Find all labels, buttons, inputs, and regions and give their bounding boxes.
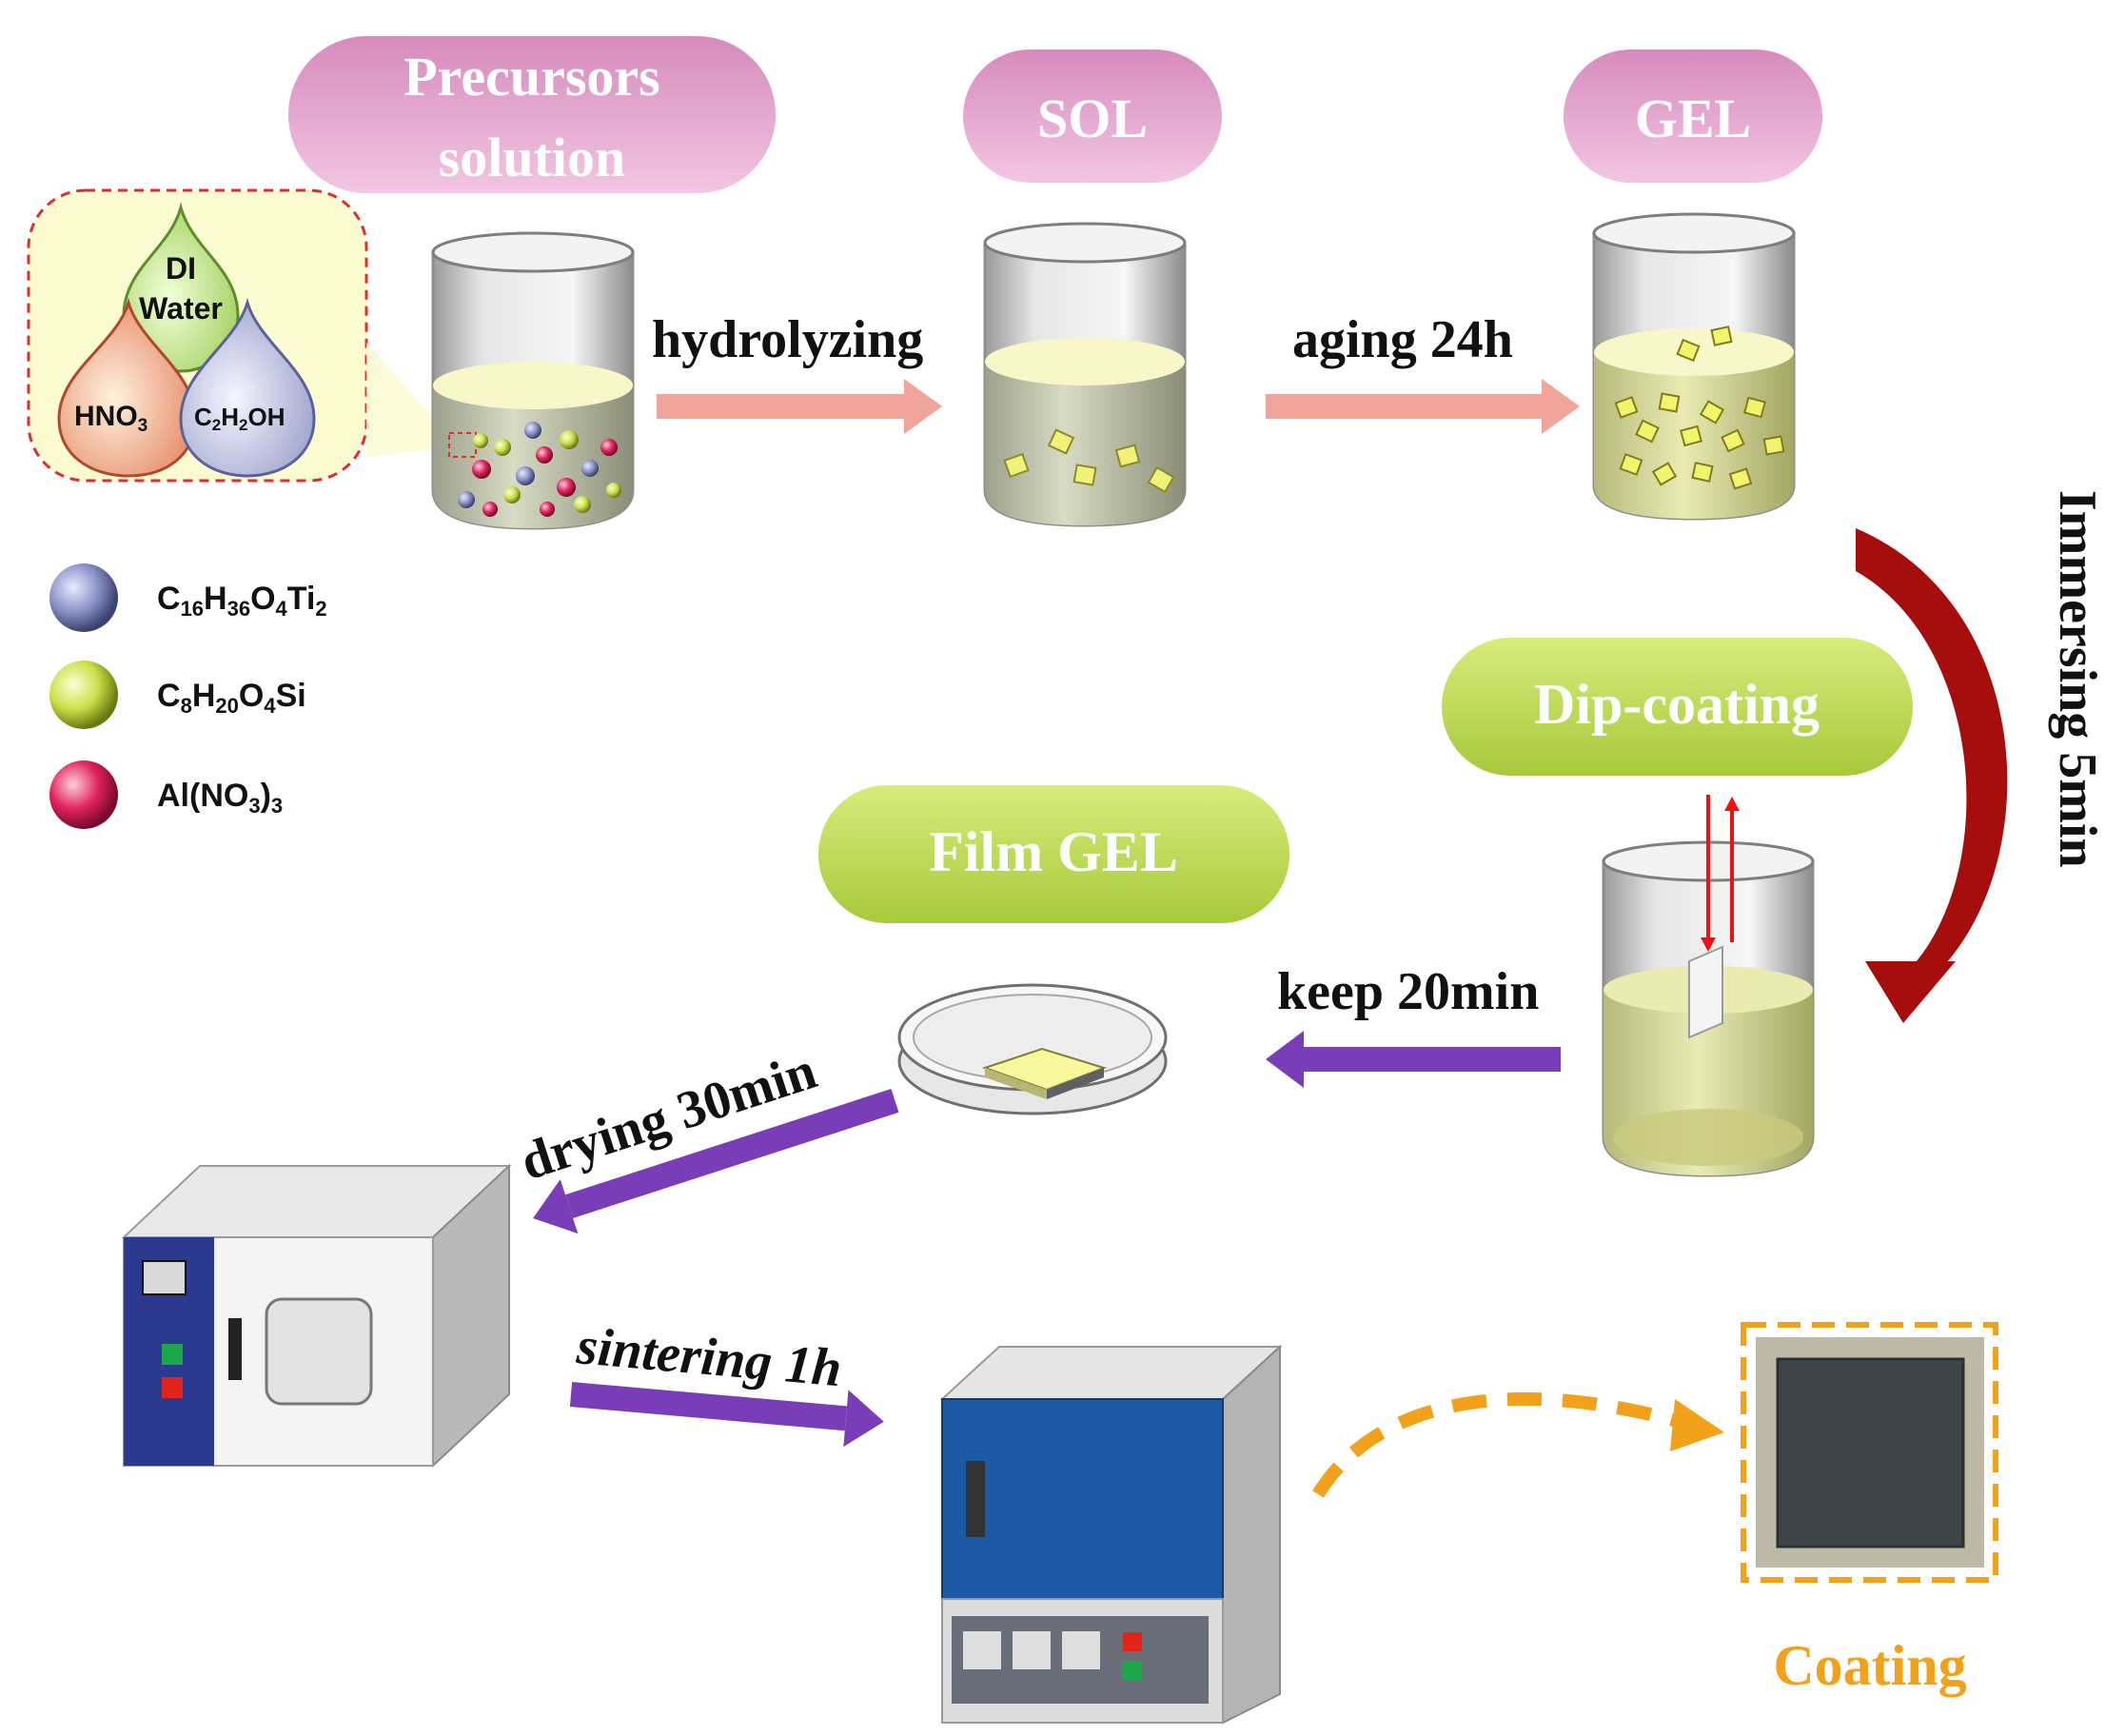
pill-precursors-solution: Precursors solution (288, 36, 776, 193)
di-label-line1: DI (166, 251, 196, 286)
pill-sol: SOL (963, 49, 1222, 183)
pill-film-gel-label: Film GEL (929, 820, 1178, 883)
legend-al-label: Al(NO3)3 (157, 778, 283, 818)
ethanol-label: C2H2OH (194, 403, 285, 434)
step-keep: keep 20min (1277, 962, 1539, 1021)
oven-icon (121, 1163, 512, 1469)
beaker-icon (1602, 795, 1815, 1177)
legend-ti-label: C16H36O4Ti2 (157, 581, 327, 621)
particles-group (458, 422, 621, 517)
pill-precursors-line1: Precursors (403, 46, 660, 108)
petri-dish-icon (897, 983, 1168, 1115)
furnace-icon (939, 1344, 1283, 1725)
substrate-plate (1688, 945, 1723, 1039)
step-aging: aging 24h (1292, 310, 1513, 369)
beaker-icon (431, 231, 635, 530)
ethanol-drop-icon (179, 297, 316, 478)
inset-callout (366, 343, 447, 457)
arrow-sintering (569, 1382, 884, 1448)
pill-film-gel: Film GEL (818, 785, 1289, 923)
legend-al-sphere-icon (49, 760, 118, 829)
pill-gel-label: GEL (1635, 88, 1752, 149)
beaker-icon (983, 222, 1187, 527)
hno3-drop-icon (57, 297, 197, 478)
coating-label: Coating (1773, 1634, 1966, 1697)
legend: C16H36O4Ti2 C8H20O4Si Al(NO3)3 (49, 563, 327, 829)
hno3-label: HNO3 (74, 401, 148, 436)
pill-dip-coating: Dip-coating (1442, 638, 1913, 776)
legend-si-sphere-icon (49, 661, 118, 729)
beaker-icon (1592, 212, 1796, 521)
pill-gel: GEL (1564, 49, 1822, 183)
arrow-immersing (1856, 528, 2008, 1023)
pill-dip-coating-label: Dip-coating (1534, 673, 1820, 736)
step-hydrolyzing: hydrolyzing (652, 310, 923, 369)
coating-sample-photo (1741, 1322, 1998, 1583)
arrow-drying (533, 1089, 899, 1234)
pill-sol-label: SOL (1037, 88, 1148, 149)
arrow-aging (1266, 379, 1580, 434)
precursor-drops-inset: DI Water HNO3 C2H2OH (27, 188, 368, 483)
arrow-hydrolyzing (657, 379, 942, 434)
arrow-keep (1266, 1031, 1561, 1088)
arrow-dashed-to-coating (1312, 1391, 1724, 1498)
di-water-drop-icon (122, 202, 240, 373)
pill-precursors-line2: solution (439, 127, 626, 188)
legend-ti-sphere-icon (49, 563, 118, 632)
step-immersing: Immersing 5min (2048, 490, 2107, 868)
legend-si-label: C8H20O4Si (157, 678, 306, 718)
di-label-line2: Water (139, 291, 223, 326)
